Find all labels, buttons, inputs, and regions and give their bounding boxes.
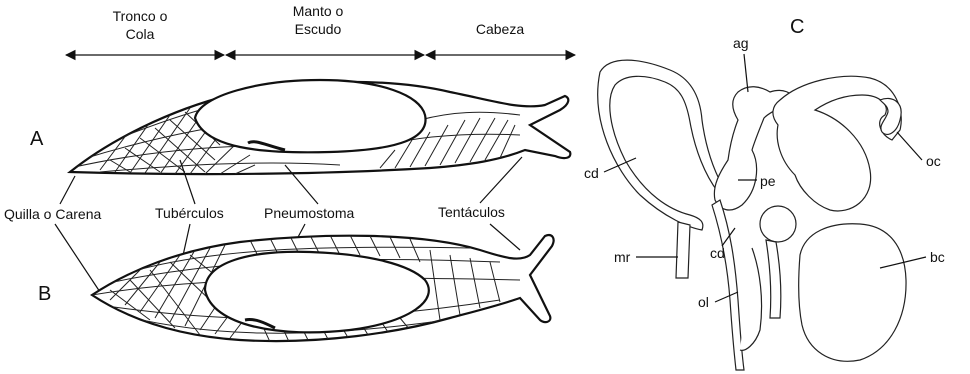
organ-upper-lobe — [773, 76, 901, 211]
leader-tentaculos-a — [480, 157, 522, 203]
leader-quilla-b — [55, 224, 100, 292]
organ-label-cd-upper: cd — [584, 165, 599, 181]
leader-oc — [897, 132, 922, 160]
leader-ag — [744, 54, 748, 92]
slug-dorsal-view: B — [38, 235, 554, 344]
slug-a-mantle — [195, 80, 426, 152]
organ-label-mr: mr — [614, 249, 631, 265]
organ-label-ol: ol — [698, 294, 709, 310]
organ-mr-stalk — [676, 222, 690, 278]
organ-label-bc: bc — [930, 249, 945, 265]
reproductive-system-diagram: C ag cd pe oc mr cd bc ol — [584, 16, 945, 370]
organ-label-oc: oc — [926, 153, 941, 169]
organ-cd-loop — [598, 60, 722, 230]
region-header: Tronco o Cola Manto o Escudo Cabeza — [66, 3, 575, 55]
organ-label-cd-lower: cd — [710, 245, 725, 261]
label-quilla: Quilla o Carena — [4, 206, 101, 222]
label-tentaculos: Tentáculos — [438, 204, 505, 220]
slug-side-view: A — [30, 80, 570, 174]
label-pneumostoma: Pneumostoma — [264, 205, 354, 221]
organ-label-pe: pe — [760, 173, 776, 189]
organ-round-gland — [760, 206, 796, 242]
header-manto-line1: Manto o — [293, 3, 344, 19]
organ-label-ag: ag — [733, 35, 749, 51]
panel-label-b: B — [38, 283, 51, 305]
panel-label-c: C — [790, 16, 804, 38]
header-manto-line2: Escudo — [295, 21, 342, 37]
label-tuberculos: Tubérculos — [155, 205, 224, 221]
header-tronco-line2: Cola — [126, 26, 155, 42]
header-cabeza: Cabeza — [476, 21, 524, 37]
organ-cd-lower-duct — [766, 240, 781, 318]
header-tronco-line1: Tronco o — [113, 8, 168, 24]
slug-b-mantle — [205, 252, 429, 333]
leader-quilla-a — [60, 176, 75, 204]
organ-bc — [799, 224, 906, 362]
organ-connecting-duct — [740, 248, 762, 350]
panel-label-a: A — [30, 128, 44, 150]
organ-ol-duct — [712, 200, 744, 370]
leader-tentaculos-b — [490, 224, 520, 250]
